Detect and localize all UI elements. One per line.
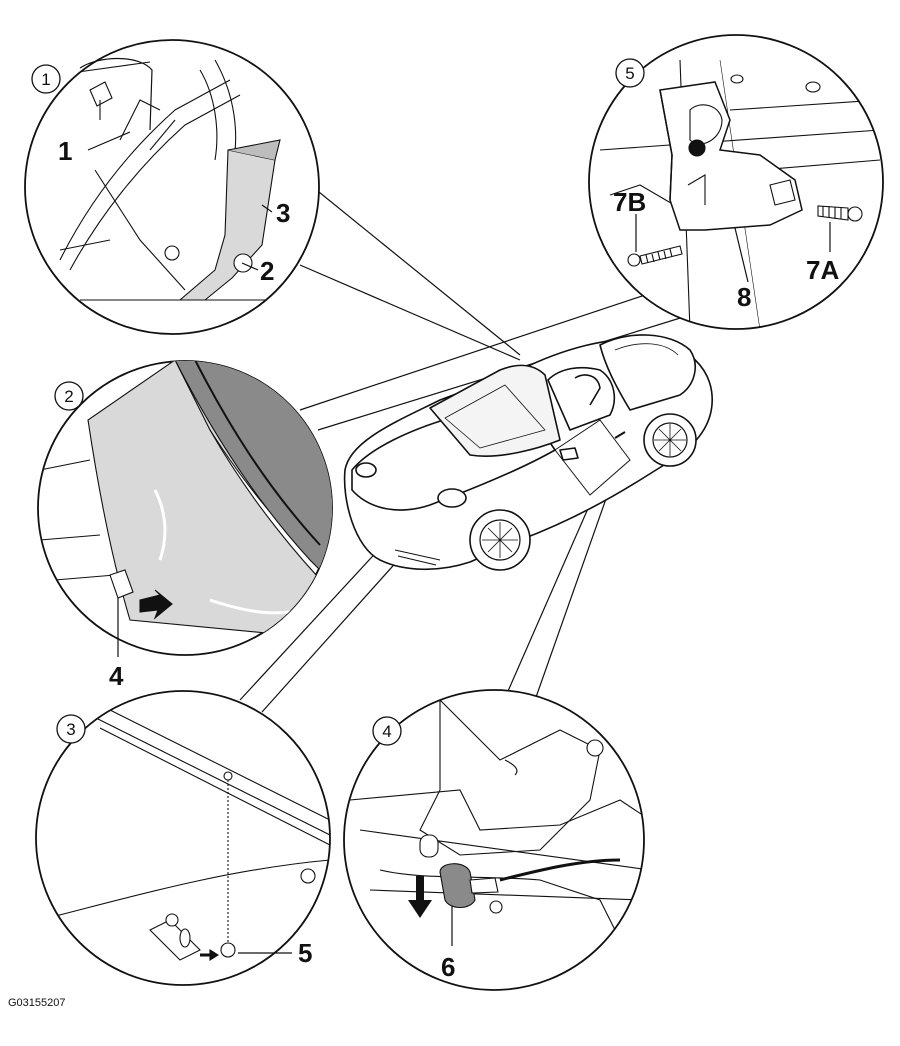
callout-numbers: 1 2 3 4 5 6 7A 7B 8 [58,136,839,982]
car-illustration [343,334,713,571]
detail-number-2: 2 [64,387,73,406]
detail-circle-2: 2 [37,360,333,656]
callout-4: 4 [109,661,124,691]
detail-circle-5: 5 [588,34,884,330]
detail-circle-3: 3 [35,690,331,986]
detail-circle-4: 4 [343,689,645,991]
screw-7b [627,245,683,267]
push-down-arrow-icon [408,876,432,918]
callout-3: 3 [276,198,290,228]
detail-circle-1: 1 [24,39,320,335]
callout-1: 1 [58,136,72,166]
callout-6: 6 [441,952,455,982]
detail-number-3: 3 [66,720,75,739]
figure-code: G03155207 [8,997,66,1009]
callout-leaders [87,131,831,954]
detail-number-4: 4 [382,722,391,741]
callout-8: 8 [737,282,751,312]
callout-7a: 7A [806,255,839,285]
screw-7a [817,205,863,222]
callout-5: 5 [298,938,312,968]
detail-number-5: 5 [625,64,634,83]
detail-number-1: 1 [41,70,50,89]
callout-2: 2 [260,256,274,286]
callout-7b: 7B [613,187,646,217]
